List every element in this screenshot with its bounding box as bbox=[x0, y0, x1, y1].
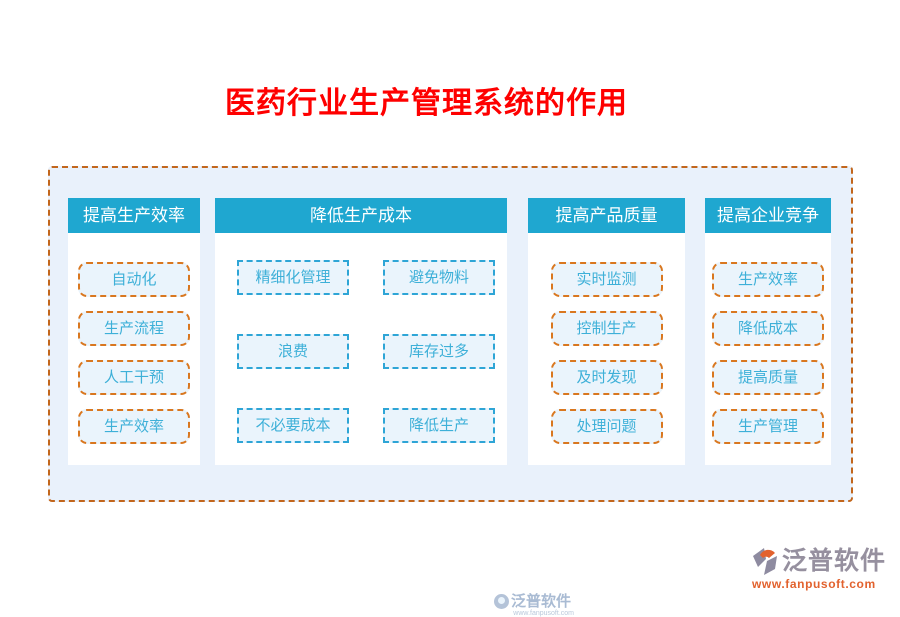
item-box: 生产效率 bbox=[712, 262, 824, 297]
column-3: 提高产品质量实时监测控制生产及时发现处理问题 bbox=[528, 198, 685, 465]
fanpu-brand-text: 泛普软件 bbox=[781, 546, 886, 575]
column-2: 降低生产成本精细化管理避免物料浪费库存过多不必要成本降低生产 bbox=[215, 198, 507, 465]
center-watermark: 泛普软件 www.fanpusoft.com bbox=[494, 594, 574, 617]
fanpu-logo-icon bbox=[752, 547, 779, 576]
item-box: 控制生产 bbox=[550, 311, 663, 346]
watermark-brand: 泛普软件 bbox=[511, 593, 572, 610]
diagram-container: 提高生产效率自动化生产流程人工干预生产效率降低生产成本精细化管理避免物料浪费库存… bbox=[48, 166, 853, 617]
fanpu-logo: 泛普软件 www.fanpusoft.com bbox=[752, 547, 886, 591]
item-box: 提高质量 bbox=[712, 360, 824, 395]
item-box: 精细化管理 bbox=[237, 260, 349, 295]
item-box: 实时监测 bbox=[550, 262, 663, 297]
item-box: 不必要成本 bbox=[237, 408, 349, 443]
column-items: 精细化管理避免物料浪费库存过多不必要成本降低生产 bbox=[215, 233, 507, 443]
column-header: 降低生产成本 bbox=[215, 198, 507, 233]
column-header: 提高产品质量 bbox=[528, 198, 685, 233]
item-box: 库存过多 bbox=[383, 334, 495, 369]
column-items: 自动化生产流程人工干预生产效率 bbox=[68, 233, 200, 444]
column-items: 实时监测控制生产及时发现处理问题 bbox=[528, 233, 685, 444]
column-header: 提高企业竞争 bbox=[705, 198, 831, 233]
item-box: 人工干预 bbox=[78, 360, 190, 395]
item-box: 避免物料 bbox=[383, 260, 495, 295]
item-box: 生产管理 bbox=[712, 409, 824, 444]
column-1: 提高生产效率自动化生产流程人工干预生产效率 bbox=[68, 198, 200, 465]
item-box: 生产效率 bbox=[78, 409, 190, 444]
column-4: 提高企业竞争生产效率降低成本提高质量生产管理 bbox=[705, 198, 831, 465]
item-box: 降低成本 bbox=[712, 311, 824, 346]
item-box: 及时发现 bbox=[550, 360, 663, 395]
item-box: 浪费 bbox=[237, 334, 349, 369]
column-items: 生产效率降低成本提高质量生产管理 bbox=[705, 233, 831, 444]
item-box: 降低生产 bbox=[383, 408, 495, 443]
fanpu-url-text: www.fanpusoft.com bbox=[751, 577, 876, 591]
item-box: 生产流程 bbox=[78, 311, 190, 346]
item-box: 自动化 bbox=[78, 262, 190, 297]
item-box: 处理问题 bbox=[550, 409, 663, 444]
column-header: 提高生产效率 bbox=[68, 198, 200, 233]
watermark-logo-icon bbox=[494, 594, 509, 609]
watermark-url: www.fanpusoft.com bbox=[513, 610, 574, 617]
page-title: 医药行业生产管理系统的作用 bbox=[225, 87, 628, 120]
